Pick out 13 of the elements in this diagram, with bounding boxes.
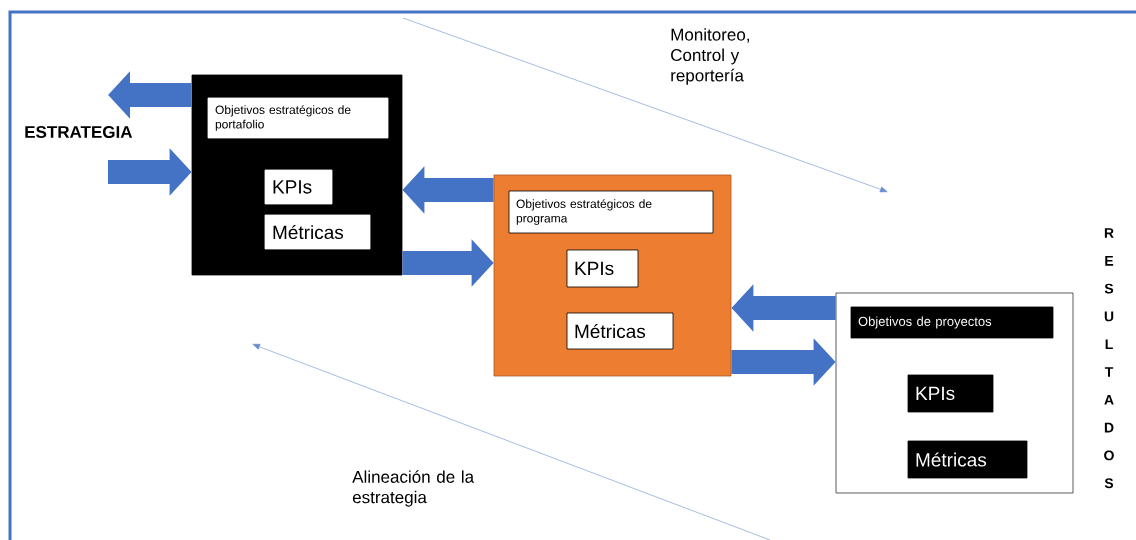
label-text: Alineación de la estrategia	[352, 470, 475, 507]
kpi-box: KPIs	[566, 249, 639, 288]
metric-box: Métricas	[264, 214, 371, 250]
heading-box: Objetivos estratégicos de programa	[508, 190, 714, 234]
vertical-label: R E S U L T A D O S	[1104, 228, 1114, 489]
label-text: Monitoreo, Control y reportería	[671, 28, 749, 85]
heading-box: Objetivos de proyectos	[850, 306, 1054, 339]
metric-box: Métricas	[907, 440, 1028, 479]
heading-box: Objetivos estratégicos de portafolio	[207, 97, 389, 139]
label-text: ESTRATEGIA	[25, 126, 133, 138]
kpi-box: KPIs	[264, 169, 333, 205]
kpi-box: KPIs	[907, 374, 994, 413]
metric-box: Métricas	[566, 312, 674, 350]
